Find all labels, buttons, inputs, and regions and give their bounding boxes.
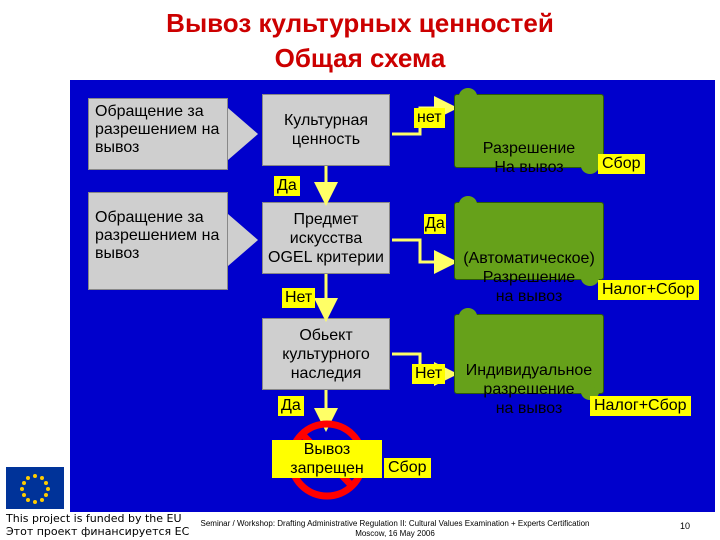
- label-yes-1: Да: [274, 176, 300, 196]
- seminar-place-date: Moscow, 16 May 2006: [355, 529, 435, 538]
- seminar-title: Seminar / Workshop: Drafting Administrat…: [200, 519, 590, 528]
- art-object-box: Предмет искусства OGEL критерии: [262, 202, 390, 274]
- permit-text-2: (Автоматическое) Разрешение на вывоз: [463, 250, 595, 305]
- label-yes-2: Да: [424, 214, 446, 234]
- slide-title-line1: Вывоз культурных ценностей: [166, 8, 554, 38]
- slide-title-line2: Общая схема: [274, 43, 446, 73]
- label-no-3: Нет: [412, 364, 446, 384]
- eu-flag-logo: [6, 467, 64, 509]
- curl-icon: [459, 308, 477, 324]
- fee-label-2: Налог+Сбор: [598, 280, 699, 300]
- fee-label-1: Сбор: [598, 154, 645, 174]
- application-box-1: Обращение за разрешением на вывоз: [88, 98, 258, 170]
- label-yes-3: Да: [278, 396, 304, 416]
- permit-text-3: Индивидуальное разрешение на вывоз: [465, 362, 593, 417]
- application-text-2: Обращение за разрешением на вывоз: [88, 192, 228, 290]
- application-text-1: Обращение за разрешением на вывоз: [88, 98, 228, 170]
- funding-note: This project is funded by the EU Этот пр…: [6, 512, 189, 538]
- label-no-1: нет: [414, 108, 445, 128]
- permit-scroll-1: Разрешение На вывоз: [454, 88, 604, 176]
- branch-arrow-2: [392, 238, 458, 274]
- curl-icon: [581, 270, 599, 286]
- eu-stars-icon: [20, 474, 50, 504]
- export-banned-text: Вывоз запрещен: [272, 440, 382, 478]
- export-banned: Вывоз запрещен: [272, 420, 382, 500]
- funding-note-en: This project is funded by the EU: [6, 512, 182, 525]
- heritage-object-box: Обьект культурного наследия: [262, 318, 390, 390]
- funding-note-ru: Этот проект финансируется ЕС: [6, 525, 190, 538]
- fee-label-4: Сбор: [384, 458, 431, 478]
- permit-text-1: Разрешение На вывоз: [482, 140, 576, 176]
- page-number: 10: [680, 521, 691, 531]
- application-box-2: Обращение за разрешением на вывоз: [88, 192, 258, 290]
- curl-icon: [581, 158, 599, 174]
- seminar-info: Seminar / Workshop: Drafting Administrat…: [190, 519, 600, 539]
- arrow-right-icon: [228, 214, 258, 266]
- curl-icon: [459, 196, 477, 212]
- fee-label-3: Налог+Сбор: [590, 396, 691, 416]
- curl-icon: [459, 88, 477, 104]
- cultural-value-box: Культурная ценность: [262, 94, 390, 166]
- arrow-right-icon: [228, 108, 258, 160]
- label-no-2: Нет: [282, 288, 316, 308]
- permit-scroll-3: Индивидуальное разрешение на вывоз: [454, 308, 604, 417]
- permit-scroll-2: (Автоматическое) Разрешение на вывоз: [454, 196, 604, 305]
